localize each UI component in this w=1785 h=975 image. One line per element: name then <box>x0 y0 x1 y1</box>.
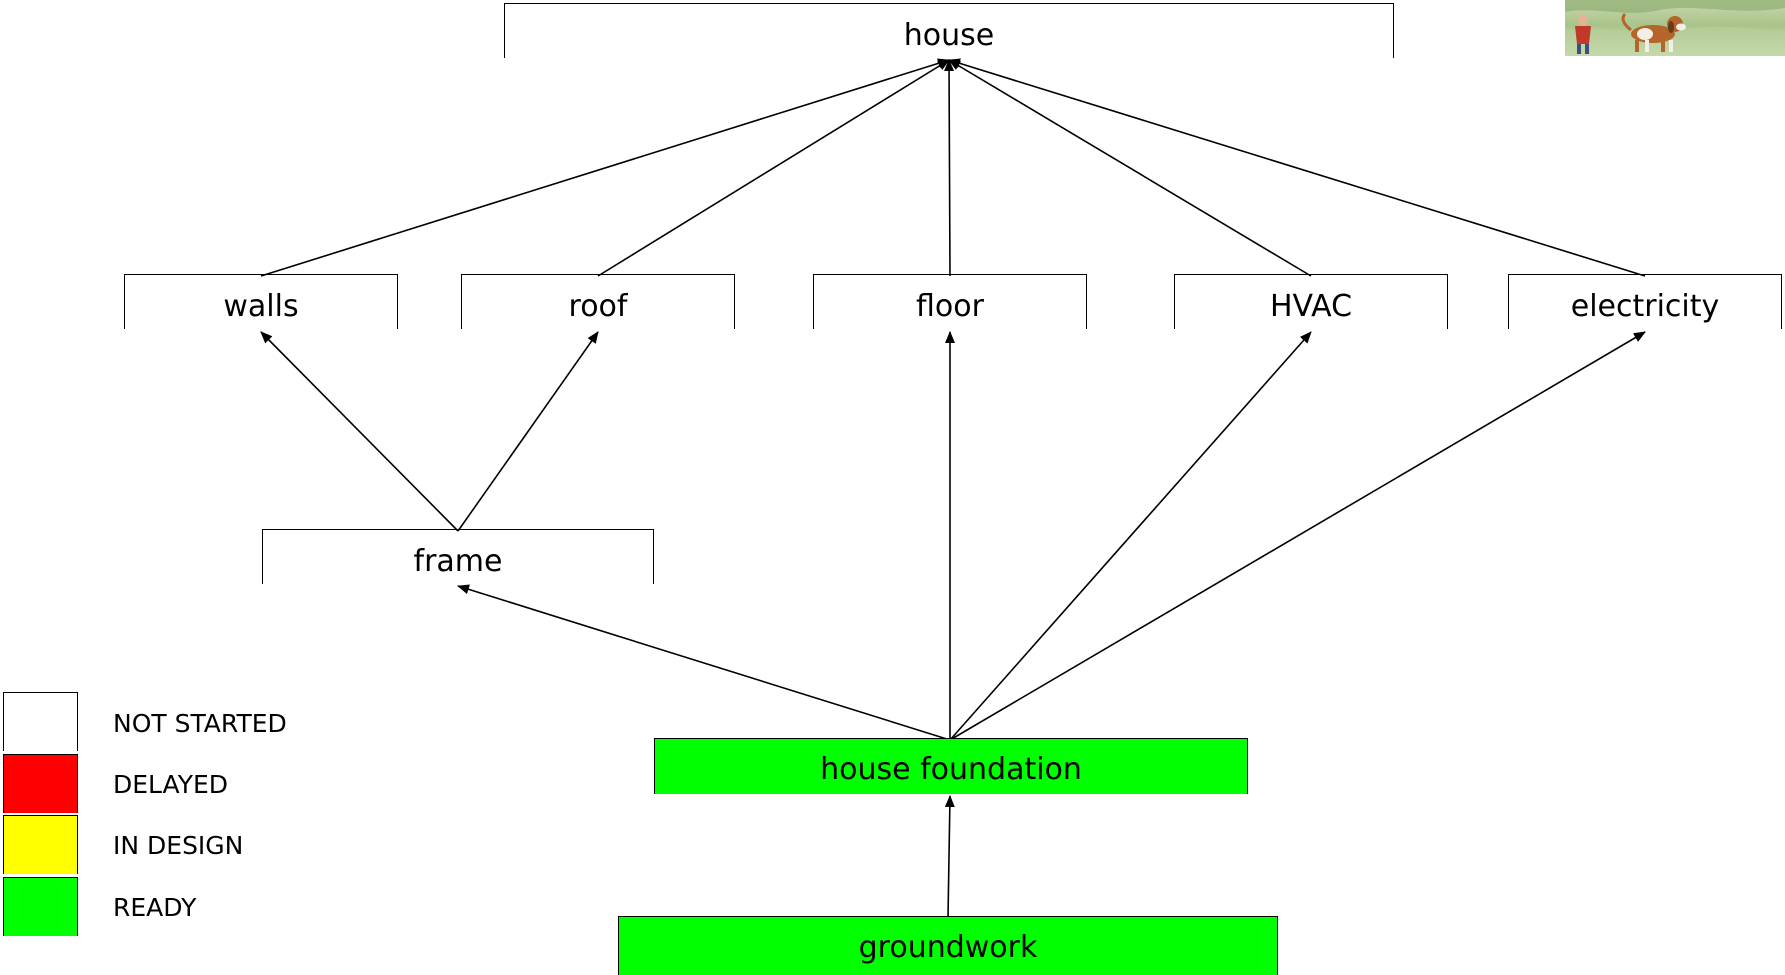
legend-swatch-delayed <box>3 754 78 813</box>
node-hvac: HVAC <box>1174 274 1448 329</box>
node-house-foundation: house foundation <box>654 738 1248 794</box>
node-house-foundation-label: house foundation <box>820 752 1082 787</box>
legend-swatch-not-started <box>3 692 78 751</box>
node-walls: walls <box>124 274 398 329</box>
legend-swatch-ready <box>3 877 78 936</box>
arrow-house-foundation-to-frame <box>457 584 951 741</box>
arrow-groundwork-to-house-foundation <box>944 795 955 919</box>
node-house-label: house <box>903 18 995 53</box>
legend-label-delayed: DELAYED <box>113 770 229 799</box>
arrow-house-foundation-to-hvac <box>949 331 1312 741</box>
node-floor: floor <box>813 274 1087 329</box>
node-roof-label: roof <box>568 289 628 324</box>
arrow-roof-to-house <box>597 59 950 277</box>
dog-illustration-image <box>1565 0 1785 56</box>
node-floor-label: floor <box>916 289 984 324</box>
legend-label-ready: READY <box>113 893 197 922</box>
arrow-hvac-to-house <box>948 59 1312 277</box>
node-frame-label: frame <box>413 544 503 579</box>
arrow-frame-to-roof <box>457 331 599 532</box>
arrow-electricity-to-house <box>948 58 1646 277</box>
arrow-house-foundation-to-electricity <box>949 331 1646 741</box>
node-electricity-label: electricity <box>1570 289 1720 324</box>
node-hvac-label: HVAC <box>1269 289 1353 324</box>
node-roof: roof <box>461 274 735 329</box>
arrow-frame-to-walls <box>260 331 459 532</box>
arrow-walls-to-house <box>260 58 950 277</box>
node-house: house <box>504 3 1394 58</box>
legend-label-in-design: IN DESIGN <box>113 831 244 860</box>
node-groundwork: groundwork <box>618 916 1278 975</box>
legend-swatch-in-design <box>3 815 78 874</box>
legend-label-not-started: NOT STARTED <box>113 709 287 738</box>
node-electricity: electricity <box>1508 274 1782 329</box>
node-frame: frame <box>262 529 654 584</box>
arrow-floor-to-house <box>944 59 955 277</box>
node-walls-label: walls <box>223 289 299 324</box>
node-groundwork-label: groundwork <box>858 930 1038 965</box>
